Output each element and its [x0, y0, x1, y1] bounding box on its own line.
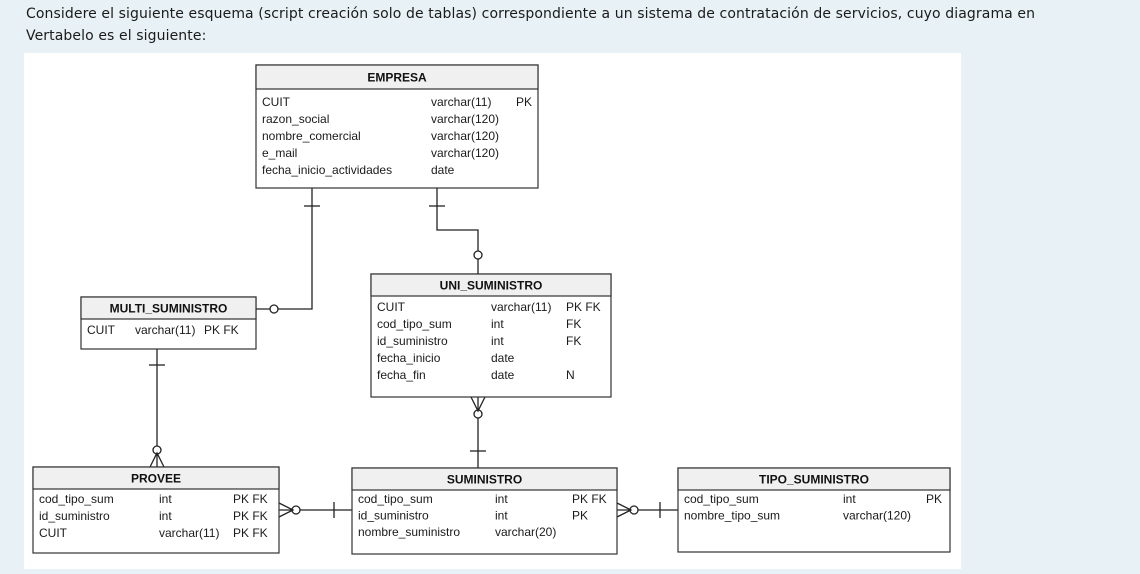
- attr-type: date: [491, 351, 515, 365]
- attr-type: int: [159, 492, 172, 506]
- attr-type: date: [431, 163, 455, 177]
- attr-type: int: [491, 317, 504, 331]
- attr-keys: PK: [516, 95, 532, 109]
- attr-keys: PK FK: [233, 509, 268, 523]
- rel-empresa-uni-zero-circle: [473, 250, 483, 260]
- entity-uni-suministro: UNI_SUMINISTRO CUIT varchar(11) PK FK cod_ti…: [370, 273, 612, 398]
- attr-name: razon_social: [262, 112, 329, 126]
- entity-header: [370, 273, 612, 297]
- rel-empresa-uni-line: [436, 188, 479, 274]
- attr-type: varchar(120): [431, 112, 499, 126]
- attr-name: cod_tipo_sum: [39, 492, 114, 506]
- attr-type: varchar(120): [431, 129, 499, 143]
- attr-name: id_suministro: [358, 509, 429, 523]
- rel-empresa-multi-zero-circle: [269, 304, 279, 314]
- attr-name: nombre_comercial: [262, 129, 361, 143]
- attr-keys: N: [566, 368, 575, 382]
- rel-multi-provee-crowsfoot: [149, 451, 165, 468]
- attr-keys: PK FK: [204, 323, 239, 337]
- attr-name: fecha_inicio: [377, 351, 441, 365]
- attr-keys: FK: [566, 334, 581, 348]
- attr-name: CUIT: [262, 95, 291, 109]
- attr-type: varchar(120): [843, 509, 911, 523]
- attr-type: varchar(120): [431, 146, 499, 160]
- attr-name: id_suministro: [377, 334, 448, 348]
- attr-name: CUIT: [377, 300, 406, 314]
- attr-type: varchar(20): [495, 525, 556, 539]
- attr-keys: PK FK: [566, 300, 601, 314]
- intro-line-2: Vertabelo es el siguiente:: [26, 28, 207, 44]
- rel-suministro-uni-crowsfoot: [470, 396, 486, 413]
- entity-title: SUMINISTRO: [447, 473, 522, 487]
- attr-keys: FK: [566, 317, 581, 331]
- entity-title: TIPO_SUMINISTRO: [759, 473, 869, 487]
- entity-header: [80, 296, 257, 320]
- attr-name: cod_tipo_sum: [358, 492, 433, 506]
- entity-title: PROVEE: [131, 472, 181, 486]
- entity-title: EMPRESA: [367, 71, 427, 85]
- intro-line-1: Considere el siguiente esquema (script c…: [26, 6, 1036, 22]
- rel-tipo-suministro-crowsfoot: [616, 502, 633, 518]
- entity-header: [677, 467, 951, 491]
- attr-name: cod_tipo_sum: [377, 317, 452, 331]
- attr-type: varchar(11): [431, 95, 491, 109]
- entity-header: [351, 467, 618, 491]
- attr-name: CUIT: [87, 323, 116, 337]
- attr-name: id_suministro: [39, 509, 110, 523]
- rel-suministro-provee-crowsfoot: [278, 502, 295, 518]
- entity-multi-suministro: MULTI_SUMINISTRO CUIT varchar(11) PK FK: [80, 296, 257, 350]
- attr-type: varchar(11): [491, 300, 551, 314]
- attr-type: int: [159, 509, 172, 523]
- attr-keys: PK: [926, 492, 942, 506]
- attr-name: CUIT: [39, 526, 68, 540]
- attr-name: nombre_tipo_sum: [684, 509, 780, 523]
- attr-type: int: [491, 334, 504, 348]
- entity-header: [255, 64, 539, 90]
- entity-title: MULTI_SUMINISTRO: [110, 302, 228, 316]
- entity-title: UNI_SUMINISTRO: [440, 279, 543, 293]
- attr-type: int: [495, 509, 508, 523]
- attr-name: fecha_fin: [377, 368, 426, 382]
- attr-keys: PK FK: [233, 526, 268, 540]
- attr-type: int: [843, 492, 856, 506]
- attr-name: nombre_suministro: [358, 525, 460, 539]
- attr-keys: PK FK: [233, 492, 268, 506]
- attr-type: varchar(11): [135, 323, 195, 337]
- attr-type: date: [491, 368, 515, 382]
- attr-name: cod_tipo_sum: [684, 492, 759, 506]
- attr-keys: PK FK: [572, 492, 607, 506]
- entity-header: [32, 466, 280, 490]
- attr-name: fecha_inicio_actividades: [262, 163, 392, 177]
- attr-type: int: [495, 492, 508, 506]
- rel-empresa-multi-line: [256, 188, 313, 310]
- attr-keys: PK: [572, 509, 588, 523]
- intro-text: Considere el siguiente esquema (script c…: [26, 3, 1116, 47]
- attr-name: e_mail: [262, 146, 297, 160]
- attr-type: varchar(11): [159, 526, 219, 540]
